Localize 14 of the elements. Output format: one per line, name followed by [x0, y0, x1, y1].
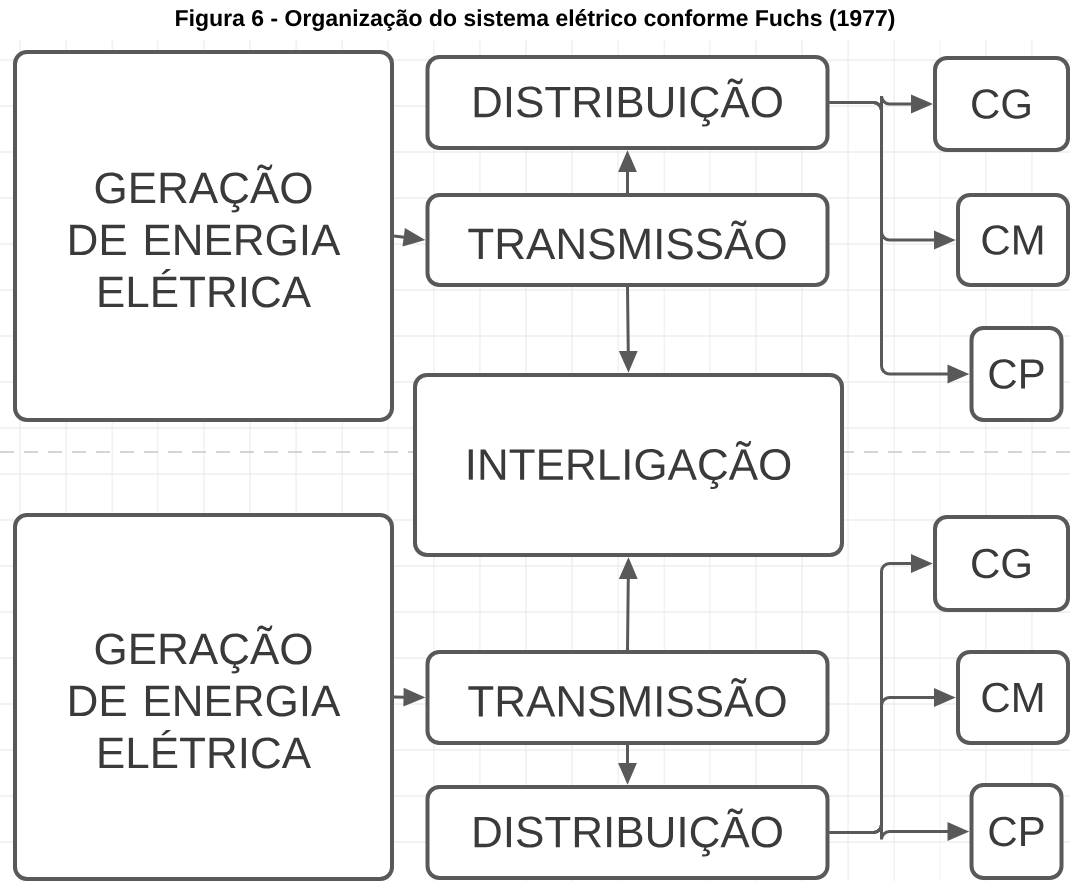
process-box: CG	[933, 515, 1070, 612]
process-box: CM	[956, 193, 1070, 287]
process-box: CG	[933, 56, 1070, 152]
process-box: DISTRIBUIÇÃO	[425, 785, 830, 880]
process-box: DISTRIBUIÇÃO	[425, 55, 830, 150]
process-box: CP	[969, 783, 1064, 880]
process-box: GERAÇÃO DE ENERGIA ELÉTRICA	[13, 50, 394, 422]
process-box: INTERLIGAÇÃO	[413, 373, 844, 557]
process-box: CP	[969, 326, 1064, 422]
process-box: TRANSMISSÃO	[425, 650, 830, 745]
process-box: TRANSMISSÃO	[425, 193, 830, 287]
process-box: CM	[956, 650, 1070, 745]
process-box: GERAÇÃO DE ENERGIA ELÉTRICA	[13, 513, 394, 881]
figure-title: Figura 6 - Organização do sistema elétrico conforme Fuchs (1977)	[176, 9, 895, 31]
